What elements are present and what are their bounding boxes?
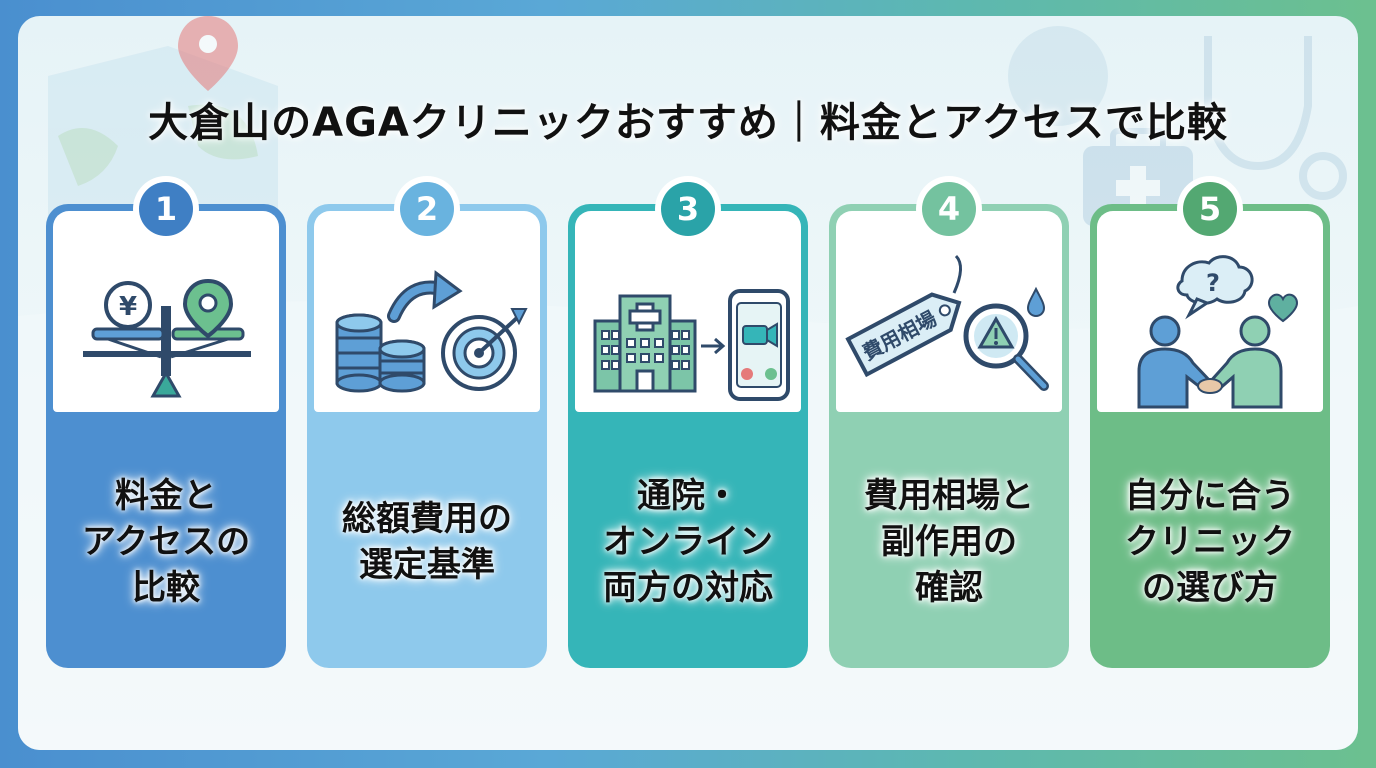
card-label-3: 通院・ オンライン 両方の対応	[603, 476, 773, 608]
price-tag-magnifier-icon: 費用相場	[845, 254, 1049, 391]
question-mark: ?	[1206, 269, 1220, 297]
card-icon-area: ?	[1097, 211, 1323, 412]
card-icon-area: ¥	[53, 211, 279, 412]
card-body: 費用相場 費用相場と 副作用の 確認	[829, 204, 1069, 668]
card-body: ¥ 料金と アクセスの 比較	[46, 204, 286, 668]
card-body: 通院・ オンライン 両方の対応	[568, 204, 808, 668]
step-card-1: ¥ 料金と アクセスの 比較 1	[46, 176, 286, 668]
yen-symbol: ¥	[119, 292, 137, 322]
card-body: 総額費用の 選定基準	[307, 204, 547, 668]
step-number-2: 2	[400, 182, 454, 236]
location-pin-bg-icon	[178, 16, 238, 91]
scale-yen-location-icon: ¥	[83, 278, 251, 398]
card-label-5: 自分に合う クリニック の選び方	[1125, 476, 1295, 608]
step-number-4: 4	[922, 182, 976, 236]
card-icon-area: 費用相場	[836, 211, 1062, 412]
card-icon-area	[314, 211, 540, 412]
step-card-4: 費用相場 費用相場と 副作用の 確認 4	[829, 176, 1069, 668]
card-label-4: 費用相場と 副作用の 確認	[864, 476, 1034, 608]
step-badge-3: 3	[655, 176, 721, 242]
step-badge-4: 4	[916, 176, 982, 242]
step-badge-1: 1	[133, 176, 199, 242]
step-number-1: 1	[139, 182, 193, 236]
step-card-2: 総額費用の 選定基準 2	[307, 176, 547, 668]
step-badge-2: 2	[394, 176, 460, 242]
step-card-3: 通院・ オンライン 両方の対応 3	[568, 176, 808, 668]
hospital-to-phone-icon	[593, 289, 790, 401]
coins-arrow-target-icon	[335, 270, 528, 393]
stethoscope-bg-icon	[1008, 26, 1347, 200]
card-icon-area	[575, 211, 801, 412]
step-number-3: 3	[661, 182, 715, 236]
step-badge-5: 5	[1177, 176, 1243, 242]
step-number-5: 5	[1183, 182, 1237, 236]
page-title: 大倉山のAGAクリニックおすすめ｜料金とアクセスで比較	[148, 100, 1228, 146]
card-label-1: 料金と アクセスの 比較	[81, 476, 251, 608]
map-icon	[48, 46, 278, 236]
card-body: ? 自分に合う クリニック の選び方	[1090, 204, 1330, 668]
card-label-2: 総額費用の 選定基準	[342, 499, 512, 585]
step-card-5: ? 自分に合う クリニック の選び方 5	[1090, 176, 1330, 668]
handshake-people-icon: ?	[1137, 255, 1299, 409]
